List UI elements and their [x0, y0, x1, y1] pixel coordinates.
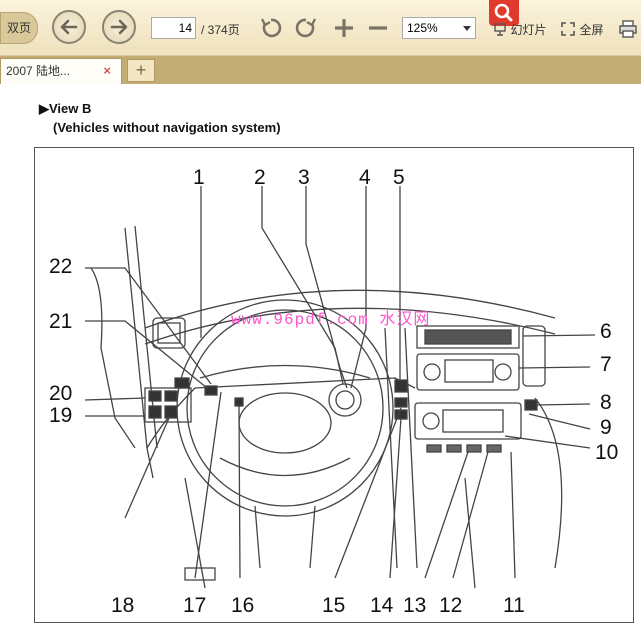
tab-label: 2007 陆地...: [6, 64, 71, 78]
callout-14: 14: [370, 594, 394, 617]
page-number-input[interactable]: 14: [151, 17, 196, 39]
callout-16: 16: [231, 594, 255, 617]
callout-10: 10: [595, 441, 619, 464]
section-subheading: (Vehicles without navigation system): [53, 120, 281, 135]
dashboard-drawing: [84, 186, 596, 589]
dual-page-button[interactable]: 双页: [0, 12, 38, 44]
zoom-in-icon[interactable]: [333, 17, 355, 39]
slideshow-button[interactable]: 幻灯片: [494, 21, 546, 39]
tab-document[interactable]: 2007 陆地... ×: [0, 58, 122, 84]
callout-9: 9: [600, 416, 612, 439]
callout-7: 7: [600, 353, 612, 376]
fullscreen-icon: [561, 22, 575, 36]
arrow-left-icon: [60, 19, 78, 35]
callout-20: 20: [49, 382, 73, 405]
forward-button[interactable]: [102, 10, 136, 44]
slideshow-icon: [494, 23, 506, 36]
zoom-select[interactable]: 125%: [402, 17, 476, 39]
watermark: www.96pdf.com 水汉网: [231, 311, 431, 329]
rotate-right-icon[interactable]: [294, 16, 318, 40]
fullscreen-button[interactable]: 全屏: [561, 21, 603, 39]
document-page: ▶View B (Vehicles without navigation sys…: [0, 85, 641, 626]
callout-17: 17: [183, 594, 207, 617]
callout-4: 4: [359, 166, 371, 189]
callout-15: 15: [322, 594, 346, 617]
callout-1: 1: [193, 166, 205, 189]
toolbar: 双页 14 / 374页 125%: [0, 0, 641, 56]
zoom-out-icon[interactable]: [367, 17, 389, 39]
dashboard-illustration: www.96pdf.com 水汉网 1 2 3 4 5 6 7 8 9 10 1…: [34, 147, 634, 623]
callout-8: 8: [600, 391, 612, 414]
callout-5: 5: [393, 166, 405, 189]
new-tab-button[interactable]: +: [127, 59, 155, 82]
callout-22: 22: [49, 255, 73, 278]
callout-19: 19: [49, 404, 73, 427]
fullscreen-label: 全屏: [579, 23, 604, 37]
back-button[interactable]: [52, 10, 86, 44]
arrow-right-icon: [110, 19, 128, 35]
callout-3: 3: [298, 166, 310, 189]
close-icon[interactable]: ×: [103, 63, 111, 78]
search-icon: [494, 3, 513, 22]
zoom-value: 125%: [407, 21, 438, 35]
section-heading: ▶View B: [39, 101, 92, 116]
page-total: / 374页: [201, 23, 240, 37]
callout-11: 11: [503, 594, 525, 617]
callout-21: 21: [49, 310, 73, 333]
callout-6: 6: [600, 320, 612, 343]
slideshow-label: 幻灯片: [510, 23, 547, 37]
search-button[interactable]: [489, 0, 519, 26]
tab-bar: 2007 陆地... × +: [0, 56, 641, 84]
callout-18: 18: [111, 594, 135, 617]
callout-13: 13: [403, 594, 427, 617]
chevron-down-icon: [463, 26, 471, 31]
callout-2: 2: [254, 166, 266, 189]
callout-12: 12: [439, 594, 463, 617]
print-icon[interactable]: [618, 20, 638, 38]
rotate-left-icon[interactable]: [259, 16, 283, 40]
